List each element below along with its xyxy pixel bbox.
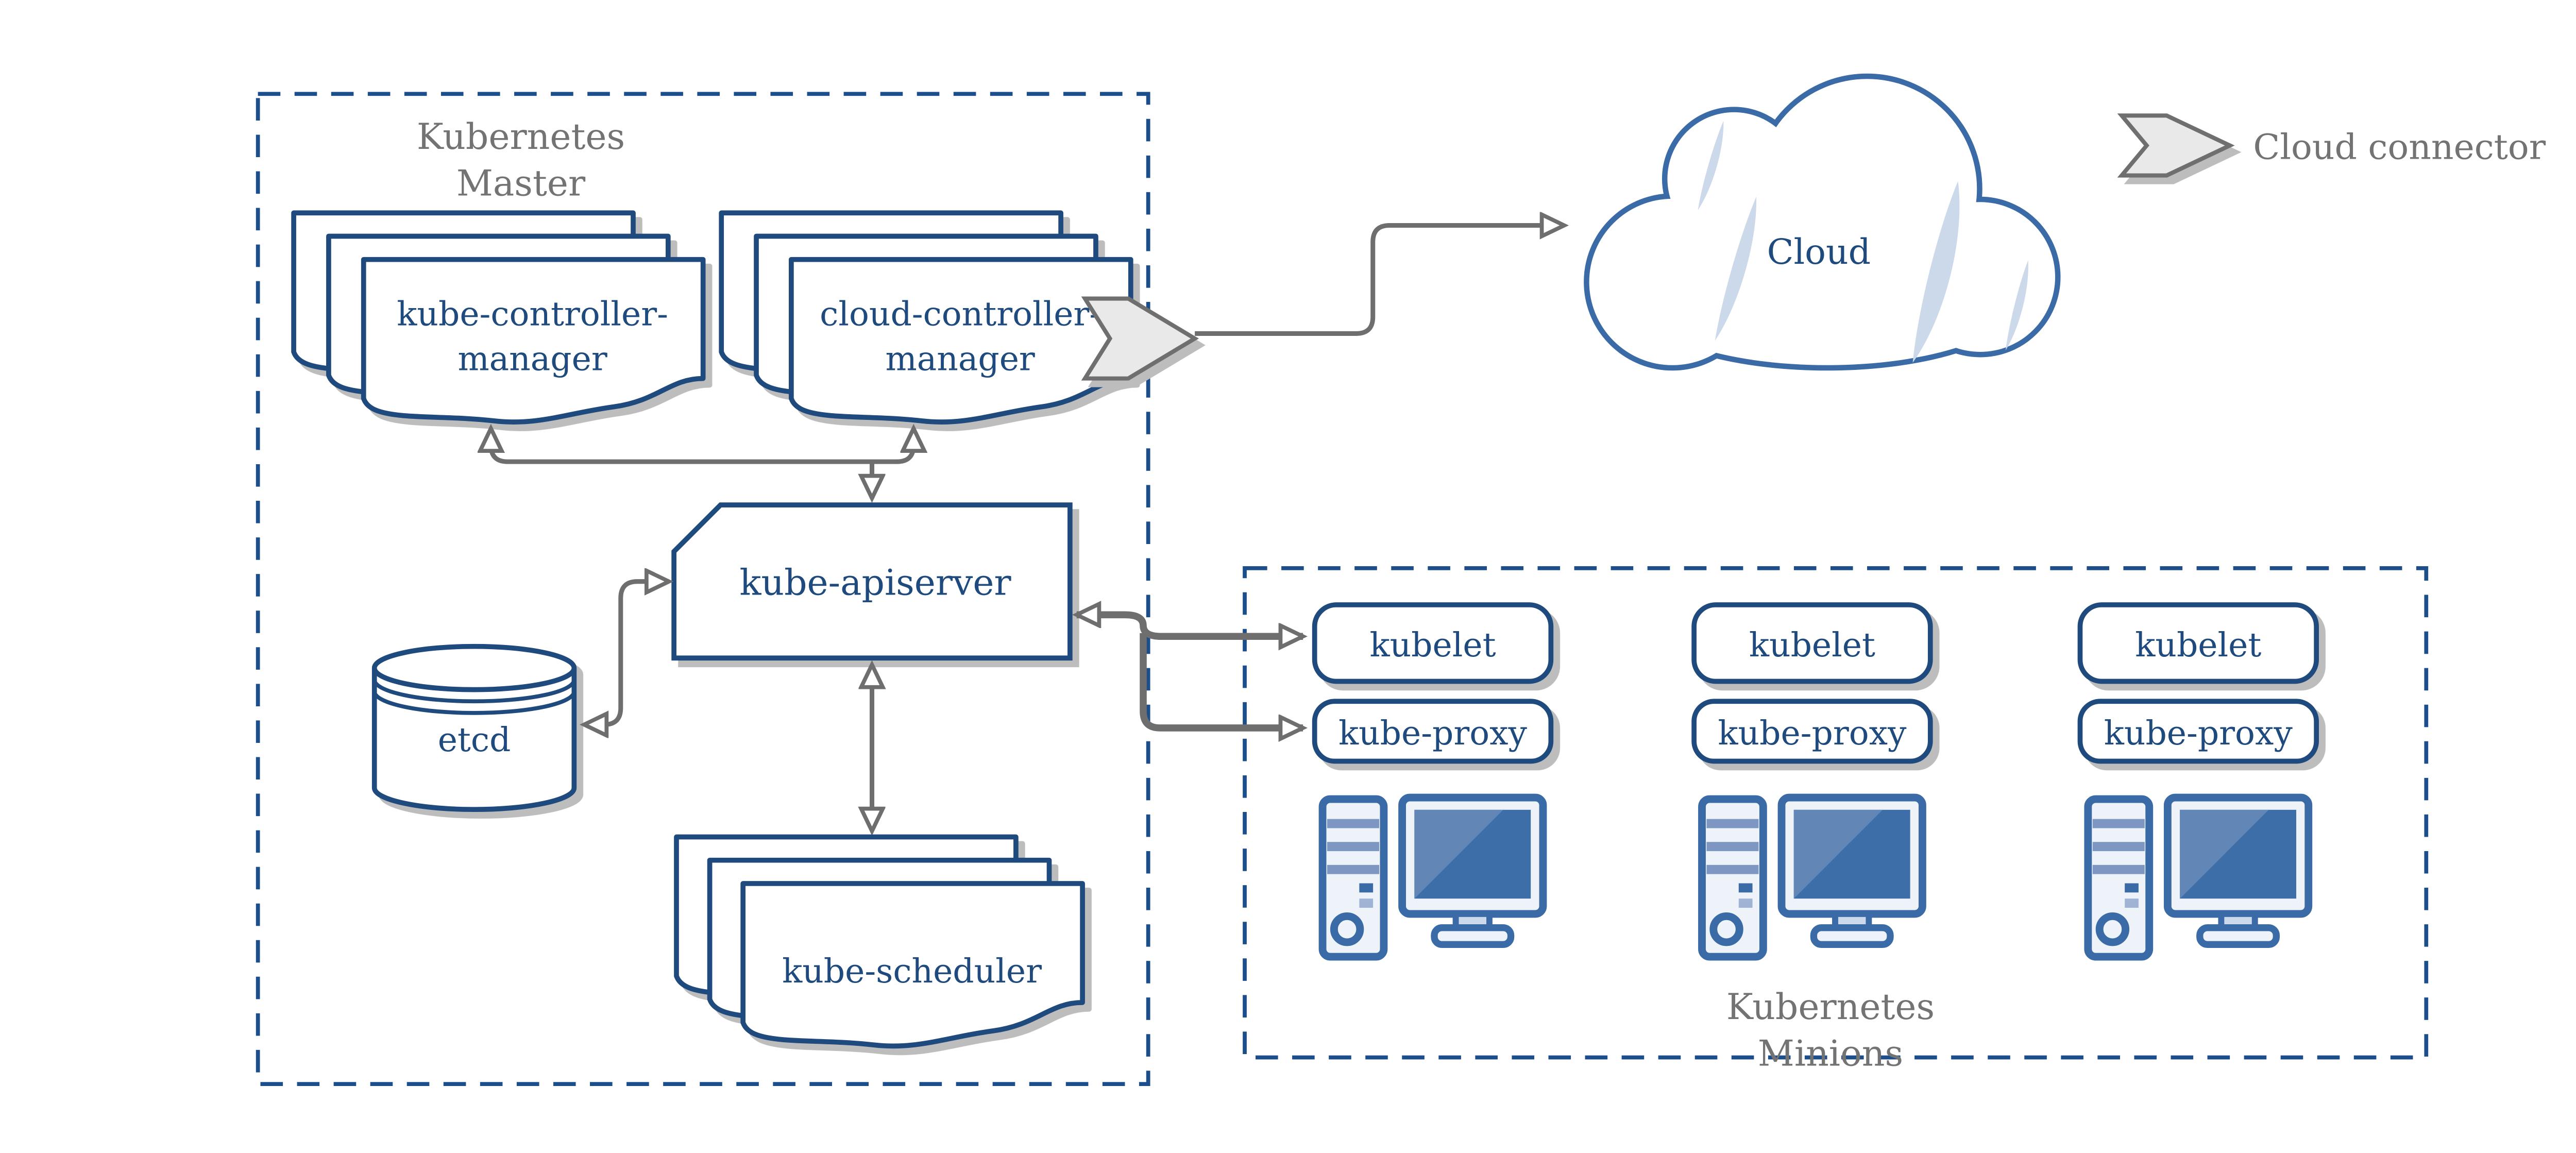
cloud-node: Cloud: [1584, 73, 2061, 371]
kubelet-label: kubelet: [1369, 626, 1496, 665]
kube-proxy-label: kube-proxy: [1718, 714, 1907, 753]
connector-apiserver-kube-proxy: [1140, 633, 1303, 728]
cloud-shine-accents: [1698, 121, 2028, 363]
kube-proxy-label: kube-proxy: [1338, 714, 1528, 753]
kube-proxy-node: [1691, 699, 1933, 764]
connector-apiserver-etcd: [584, 582, 669, 725]
minions-boundary: [1243, 566, 2429, 1060]
workstation-icon: [1702, 798, 1922, 957]
legend-label: Cloud connector: [2253, 126, 2546, 167]
workstation-icon: [1323, 798, 1543, 957]
legend: Cloud connector: [2117, 113, 2546, 178]
connector-apiserver-kubelet: [1077, 615, 1303, 636]
minion-node-2: kubelet kube-proxy: [1691, 602, 1933, 957]
cloud-controller-manager-node: cloud-controller- manager: [721, 213, 1131, 422]
kubelet-label: kubelet: [2135, 626, 2261, 665]
kube-scheduler-label: kube-scheduler: [782, 952, 1042, 991]
master-title-line2: Master: [456, 163, 586, 204]
connector-controllers-bus: [491, 429, 913, 464]
connector-ccm-to-cloud: [1195, 225, 1564, 336]
minion-node-1: kubelet kube-proxy: [1312, 602, 1554, 957]
minion-node-3: kubelet kube-proxy: [2077, 602, 2319, 957]
minions-title-line2: Minions: [1758, 1033, 1903, 1075]
kube-proxy-node: [1312, 699, 1554, 764]
minions-title-line1: Kubernetes: [1726, 987, 1935, 1028]
database-cylinder-icon: [371, 668, 577, 812]
kube-proxy-label: kube-proxy: [2104, 714, 2293, 753]
cloud-connector-chevron-icon: [2117, 113, 2235, 178]
cloud-controller-manager-label-line2: manager: [886, 340, 1035, 378]
cloud-controller-manager-label-line1: cloud-controller-: [820, 295, 1100, 333]
kube-controller-manager-label-line2: manager: [457, 340, 607, 378]
workstation-icon: [2088, 798, 2309, 957]
kubelet-node: [1312, 602, 1554, 684]
master-title-line1: Kubernetes: [417, 116, 625, 158]
cloud-label: Cloud: [1767, 231, 1871, 272]
kube-controller-manager-label-line1: kube-controller-: [397, 295, 668, 333]
kube-proxy-node: [2077, 699, 2319, 764]
etcd-label: etcd: [438, 721, 511, 759]
kube-apiserver-node: [671, 502, 1073, 661]
cloud-connector-chevron-icon: [1081, 296, 1199, 381]
kubelet-node: [2077, 602, 2319, 684]
kube-scheduler-node: kube-scheduler: [676, 837, 1082, 1046]
master-boundary: [256, 92, 1150, 1087]
kube-apiserver-label: kube-apiserver: [739, 563, 1011, 604]
etcd-node: [371, 643, 577, 812]
kubelet-label: kubelet: [1749, 626, 1875, 665]
kube-controller-manager-node: kube-controller- manager: [294, 213, 703, 422]
kubelet-node: [1691, 602, 1933, 684]
